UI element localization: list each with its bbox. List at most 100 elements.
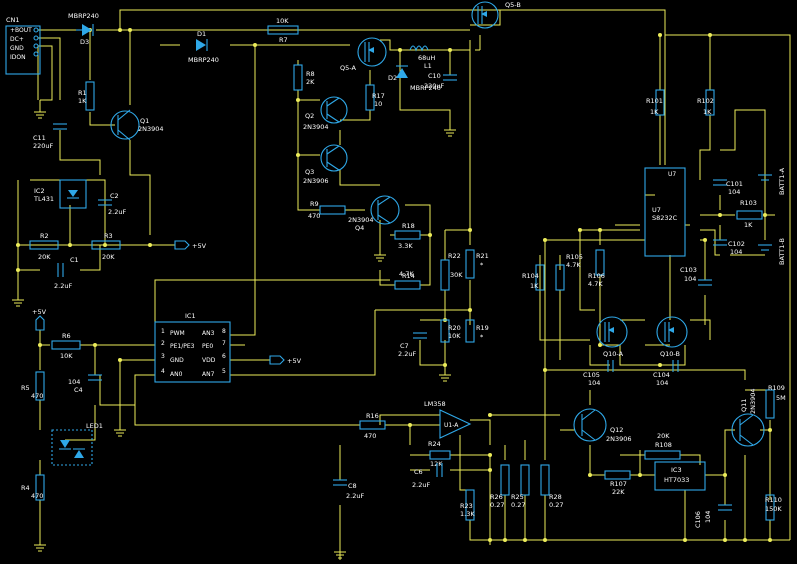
ground-symbols [12, 100, 456, 559]
capacitor-c1: C1 2.2uF [54, 256, 79, 290]
r3-ref: R3 [104, 232, 113, 240]
capacitor-c102: C102 104 [713, 239, 745, 256]
connector-cn1: CN1 +BOUT DC+ GND IDON [5, 16, 41, 75]
capacitor-c10: C10 220uF [424, 72, 457, 90]
ic3-part: HT7033 [664, 476, 689, 484]
r104-ref: R104 [522, 272, 539, 280]
r6-value: 10K [60, 352, 73, 360]
d3-ref: D3 [80, 38, 89, 46]
resistor-r19: R19 * [465, 319, 489, 343]
r107-ref: R107 [610, 480, 627, 488]
r18-value: 3.3K [398, 242, 413, 250]
c101-ref: C101 [726, 180, 743, 188]
resistor-r22: R22 30K [440, 252, 463, 291]
r108-ref: R108 [655, 441, 672, 449]
c1-value: 2.2uF [54, 282, 72, 290]
supply-b-label: +5V [287, 357, 302, 365]
ic-ic2: IC2 TL431 [33, 179, 87, 209]
supply-a-label: +5V [192, 242, 207, 250]
r17-value: 10 [374, 100, 382, 108]
capacitor-c105: C105 104 [583, 360, 614, 387]
resistor-r105: R105 4.7K [555, 253, 583, 291]
q12-ref: Q12 [610, 426, 623, 434]
ic1-pinnum-2: 2 [161, 340, 165, 347]
c103-ref: C103 [680, 266, 697, 274]
opamp-u1a: LM358 U1-A [424, 400, 472, 439]
cn1-pin3-label: GND [10, 45, 24, 52]
resistor-r28: R28 0.27 [540, 464, 563, 509]
d1-ref: D1 [197, 30, 206, 38]
r25-value: 0.27 [511, 501, 525, 509]
r102-value: 1K [703, 108, 712, 116]
r103-value: 1K [744, 221, 753, 229]
r4-value: 470 [31, 492, 43, 500]
r107-value: 22K [612, 488, 625, 496]
q4-part: 2N3904 [348, 216, 374, 224]
led-led1: LED1 [51, 422, 103, 466]
ic3-ref: IC3 [671, 466, 682, 474]
c11-value: 220uF [33, 142, 54, 150]
ic1-pin-pe1: PE1/PE3 [170, 343, 195, 350]
ic2-part: TL431 [33, 195, 54, 203]
q1-ref: Q1 [140, 117, 149, 125]
r102-ref: R102 [697, 97, 714, 105]
cn1-ref: CN1 [6, 16, 20, 24]
supply-arrow-c: +5V [32, 308, 47, 331]
resistor-r21: R21 * [465, 249, 489, 279]
ic-u7: U7 U7 S8232C [644, 167, 686, 257]
q2-ref: Q2 [305, 112, 314, 120]
resistor-r107: R107 22K [604, 470, 631, 496]
r16-value: 470 [364, 432, 376, 440]
ic-ic1: IC1 PWM PE1/PE3 GND AN0 AN3 PE0 VDD AN7 … [154, 312, 231, 383]
r101-ref: R101 [646, 97, 663, 105]
junction-dots [16, 28, 772, 542]
r8-ref: R8 [306, 70, 315, 78]
r24-ref: R24 [428, 440, 441, 448]
mosfet-q5b: Q5-B [471, 1, 521, 29]
r106-ref: R106 [588, 272, 605, 280]
c101-value: 104 [728, 188, 740, 196]
c104-ref: C104 [653, 371, 670, 379]
ic1-pinnum-7: 7 [222, 340, 226, 347]
r1-ref: R1 [78, 89, 87, 97]
capacitor-c101: C101 104 [713, 179, 743, 196]
r25-ref: R25 [511, 493, 524, 501]
ic1-pinnum-5: 5 [222, 368, 226, 375]
r109-value: 5M [776, 394, 786, 402]
resistor-r4: R4 470 [21, 474, 45, 501]
supply-c-label: +5V [32, 308, 47, 316]
ic1-pin-an3: AN3 [202, 330, 215, 337]
diode-d3: MBRP240 D3 [68, 12, 99, 46]
u1-unit: U1-A [444, 422, 459, 429]
r14-value: 4.7K [399, 270, 414, 278]
r14-ref: R14 [402, 272, 415, 280]
d3-part: MBRP240 [68, 12, 99, 20]
c6-ref: C6 [414, 468, 423, 476]
r19-ref: R19 [476, 324, 489, 332]
resistor-r14: R14 4.7K [394, 270, 421, 290]
r108-value: 20K [657, 432, 670, 440]
q3-ref: Q3 [305, 168, 314, 176]
d2-ref: D2 [388, 74, 397, 82]
c105-value: 104 [588, 379, 600, 387]
resistor-r110: R110 150K [765, 494, 782, 521]
cn1-pin2-label: DC+ [10, 36, 24, 43]
supply-arrow-b: +5V [269, 355, 302, 365]
ic1-pinnum-3: 3 [161, 353, 165, 360]
d1-part: MBRP240 [188, 56, 219, 64]
transistor-q1: Q1 2N3904 [110, 109, 164, 141]
r4-ref: R4 [21, 484, 30, 492]
r28-value: 0.27 [549, 501, 563, 509]
resistor-r24: R24 12K [428, 440, 451, 468]
transistor-q4: Q4 2N3904 [348, 195, 400, 232]
c11-ref: C11 [33, 134, 46, 142]
q1-part: 2N3904 [138, 125, 164, 133]
r1-value: 1K [78, 97, 87, 105]
resistor-r1: R1 1K [78, 81, 95, 111]
resistor-r109: R109 5M [765, 384, 786, 419]
resistor-r9: R9 470 [308, 200, 346, 220]
resistor-r7: 10K R7 [267, 17, 299, 44]
capacitor-c4: 104 C4 [68, 374, 102, 394]
c102-value: 104 [730, 248, 742, 256]
ic2-ref: IC2 [34, 187, 45, 195]
